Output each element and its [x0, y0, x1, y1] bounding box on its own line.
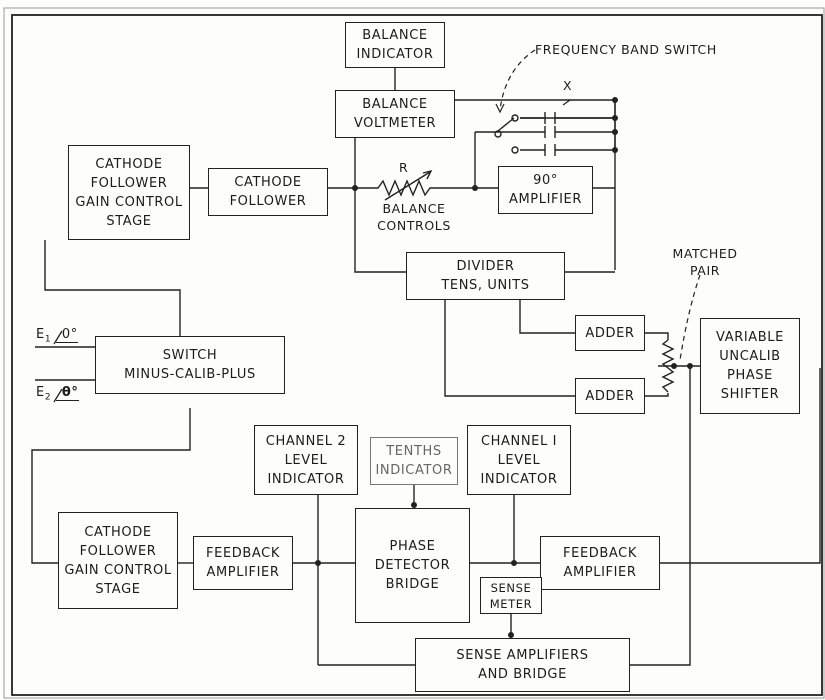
frequency-band-switch-label: FREQUENCY BAND SWITCH — [535, 42, 717, 57]
block-line: CATHODE — [84, 524, 152, 540]
switch-block: SWITCH MINUS-CALIB-PLUS — [95, 336, 285, 394]
channel-2-level-indicator-block: CHANNEL 2 LEVEL INDICATOR — [254, 425, 358, 495]
block-line: PHASE — [727, 368, 773, 383]
block-line: BALANCE — [362, 97, 428, 112]
block-line: SWITCH — [162, 348, 218, 363]
block-line: GAIN CONTROL — [64, 562, 172, 578]
block-line: STAGE — [95, 581, 141, 597]
block-line: CATHODE — [95, 156, 163, 172]
block-line: FOLLOWER — [229, 194, 307, 209]
block-line: INDICATOR — [356, 47, 434, 62]
block-line: FEEDBACK — [206, 546, 280, 561]
tenths-indicator-block: TENTHS INDICATOR — [370, 437, 458, 485]
e1-angle: 0° — [55, 327, 78, 343]
cathode-follower-gain-control-bottom-block: CATHODE FOLLOWER GAIN CONTROL STAGE — [58, 512, 178, 609]
block-line: FEEDBACK — [563, 546, 637, 561]
feedback-amplifier-right-block: FEEDBACK AMPLIFIER — [540, 536, 660, 590]
feedback-amplifier-left-block: FEEDBACK AMPLIFIER — [193, 536, 293, 590]
cathode-follower-gain-control-top-block: CATHODE FOLLOWER GAIN CONTROL STAGE — [68, 145, 190, 240]
block-line: FOLLOWER — [79, 543, 157, 559]
block-line: STAGE — [106, 213, 152, 229]
sense-meter-block: SENSE METER — [480, 577, 542, 614]
adder-lower-block: ADDER — [575, 378, 645, 414]
block-line: TENS, UNITS — [441, 278, 530, 293]
block-line: LEVEL — [497, 452, 541, 468]
block-line: SENSE — [490, 580, 532, 595]
amplifier-90-block: 90° AMPLIFIER — [498, 166, 593, 214]
e2-input-label: E2 θ° — [36, 385, 79, 403]
block-line: VOLTMETER — [353, 116, 437, 131]
block-line: SHIFTER — [720, 387, 780, 402]
block-line: INDICATOR — [480, 471, 558, 487]
block-line: AMPLIFIER — [563, 565, 637, 580]
e1-subscript: 1 — [44, 334, 52, 345]
label-line: CONTROLS — [377, 218, 451, 233]
cathode-follower-block: CATHODE FOLLOWER — [208, 168, 328, 216]
block-line: MINUS-CALIB-PLUS — [124, 367, 256, 382]
block-line: DETECTOR — [374, 558, 451, 573]
variable-uncalib-phase-shifter-block: VARIABLE UNCALIB PHASE SHIFTER — [700, 318, 800, 414]
balance-voltmeter-block: BALANCE VOLTMETER — [335, 90, 455, 138]
block-line: BRIDGE — [385, 577, 440, 592]
label-line: BALANCE — [382, 201, 446, 216]
block-line: AMPLIFIER — [206, 565, 280, 580]
matched-pair-label: MATCHED PAIR — [670, 245, 740, 279]
e1-input-label: E1 0° — [36, 327, 78, 345]
e2-angle-icon — [53, 388, 63, 403]
block-line: LEVEL — [284, 452, 328, 468]
sense-amplifiers-and-bridge-block: SENSE AMPLIFIERS AND BRIDGE — [415, 638, 630, 692]
outer-frame — [11, 14, 823, 696]
balance-indicator-block: BALANCE INDICATOR — [345, 22, 445, 68]
block-line: UNCALIB — [719, 349, 781, 364]
e2-symbol: E — [36, 385, 45, 400]
block-line: AMPLIFIER — [509, 192, 582, 207]
divider-block: DIVIDER TENS, UNITS — [406, 252, 565, 300]
block-line: PHASE — [389, 539, 436, 554]
block-line: TENTHS — [386, 444, 442, 459]
adder-upper-block: ADDER — [575, 315, 645, 351]
block-line: CHANNEL 2 — [265, 433, 347, 449]
block-line: SENSE AMPLIFIERS — [456, 648, 589, 663]
block-line: VARIABLE — [716, 330, 784, 345]
block-line: 90° — [533, 173, 558, 188]
e2-angle: θ° — [55, 385, 79, 401]
block-line: BALANCE — [362, 28, 428, 43]
label-line: PAIR — [689, 263, 721, 278]
block-line: AND BRIDGE — [478, 667, 567, 682]
label-line: MATCHED — [672, 246, 738, 261]
e2-subscript: 2 — [44, 392, 52, 403]
e1-symbol: E — [36, 327, 45, 342]
balance-controls-label: BALANCE CONTROLS — [366, 200, 462, 234]
channel-1-level-indicator-block: CHANNEL I LEVEL INDICATOR — [467, 425, 571, 495]
block-line: CATHODE — [234, 175, 302, 190]
resistor-r-label: R — [399, 160, 409, 175]
block-line: INDICATOR — [375, 463, 453, 478]
phase-detector-bridge-block: PHASE DETECTOR BRIDGE — [355, 508, 470, 623]
block-line: FOLLOWER — [90, 175, 168, 191]
block-line: METER — [489, 596, 533, 611]
block-line: GAIN CONTROL — [75, 194, 183, 210]
block-line: ADDER — [585, 388, 635, 404]
x-marker-label: X — [563, 78, 573, 93]
e1-angle-icon — [53, 330, 63, 345]
page-border — [3, 7, 825, 699]
block-line: DIVIDER — [456, 259, 515, 274]
block-line: CHANNEL I — [480, 433, 558, 449]
block-line: INDICATOR — [267, 471, 345, 487]
block-line: ADDER — [585, 325, 635, 341]
